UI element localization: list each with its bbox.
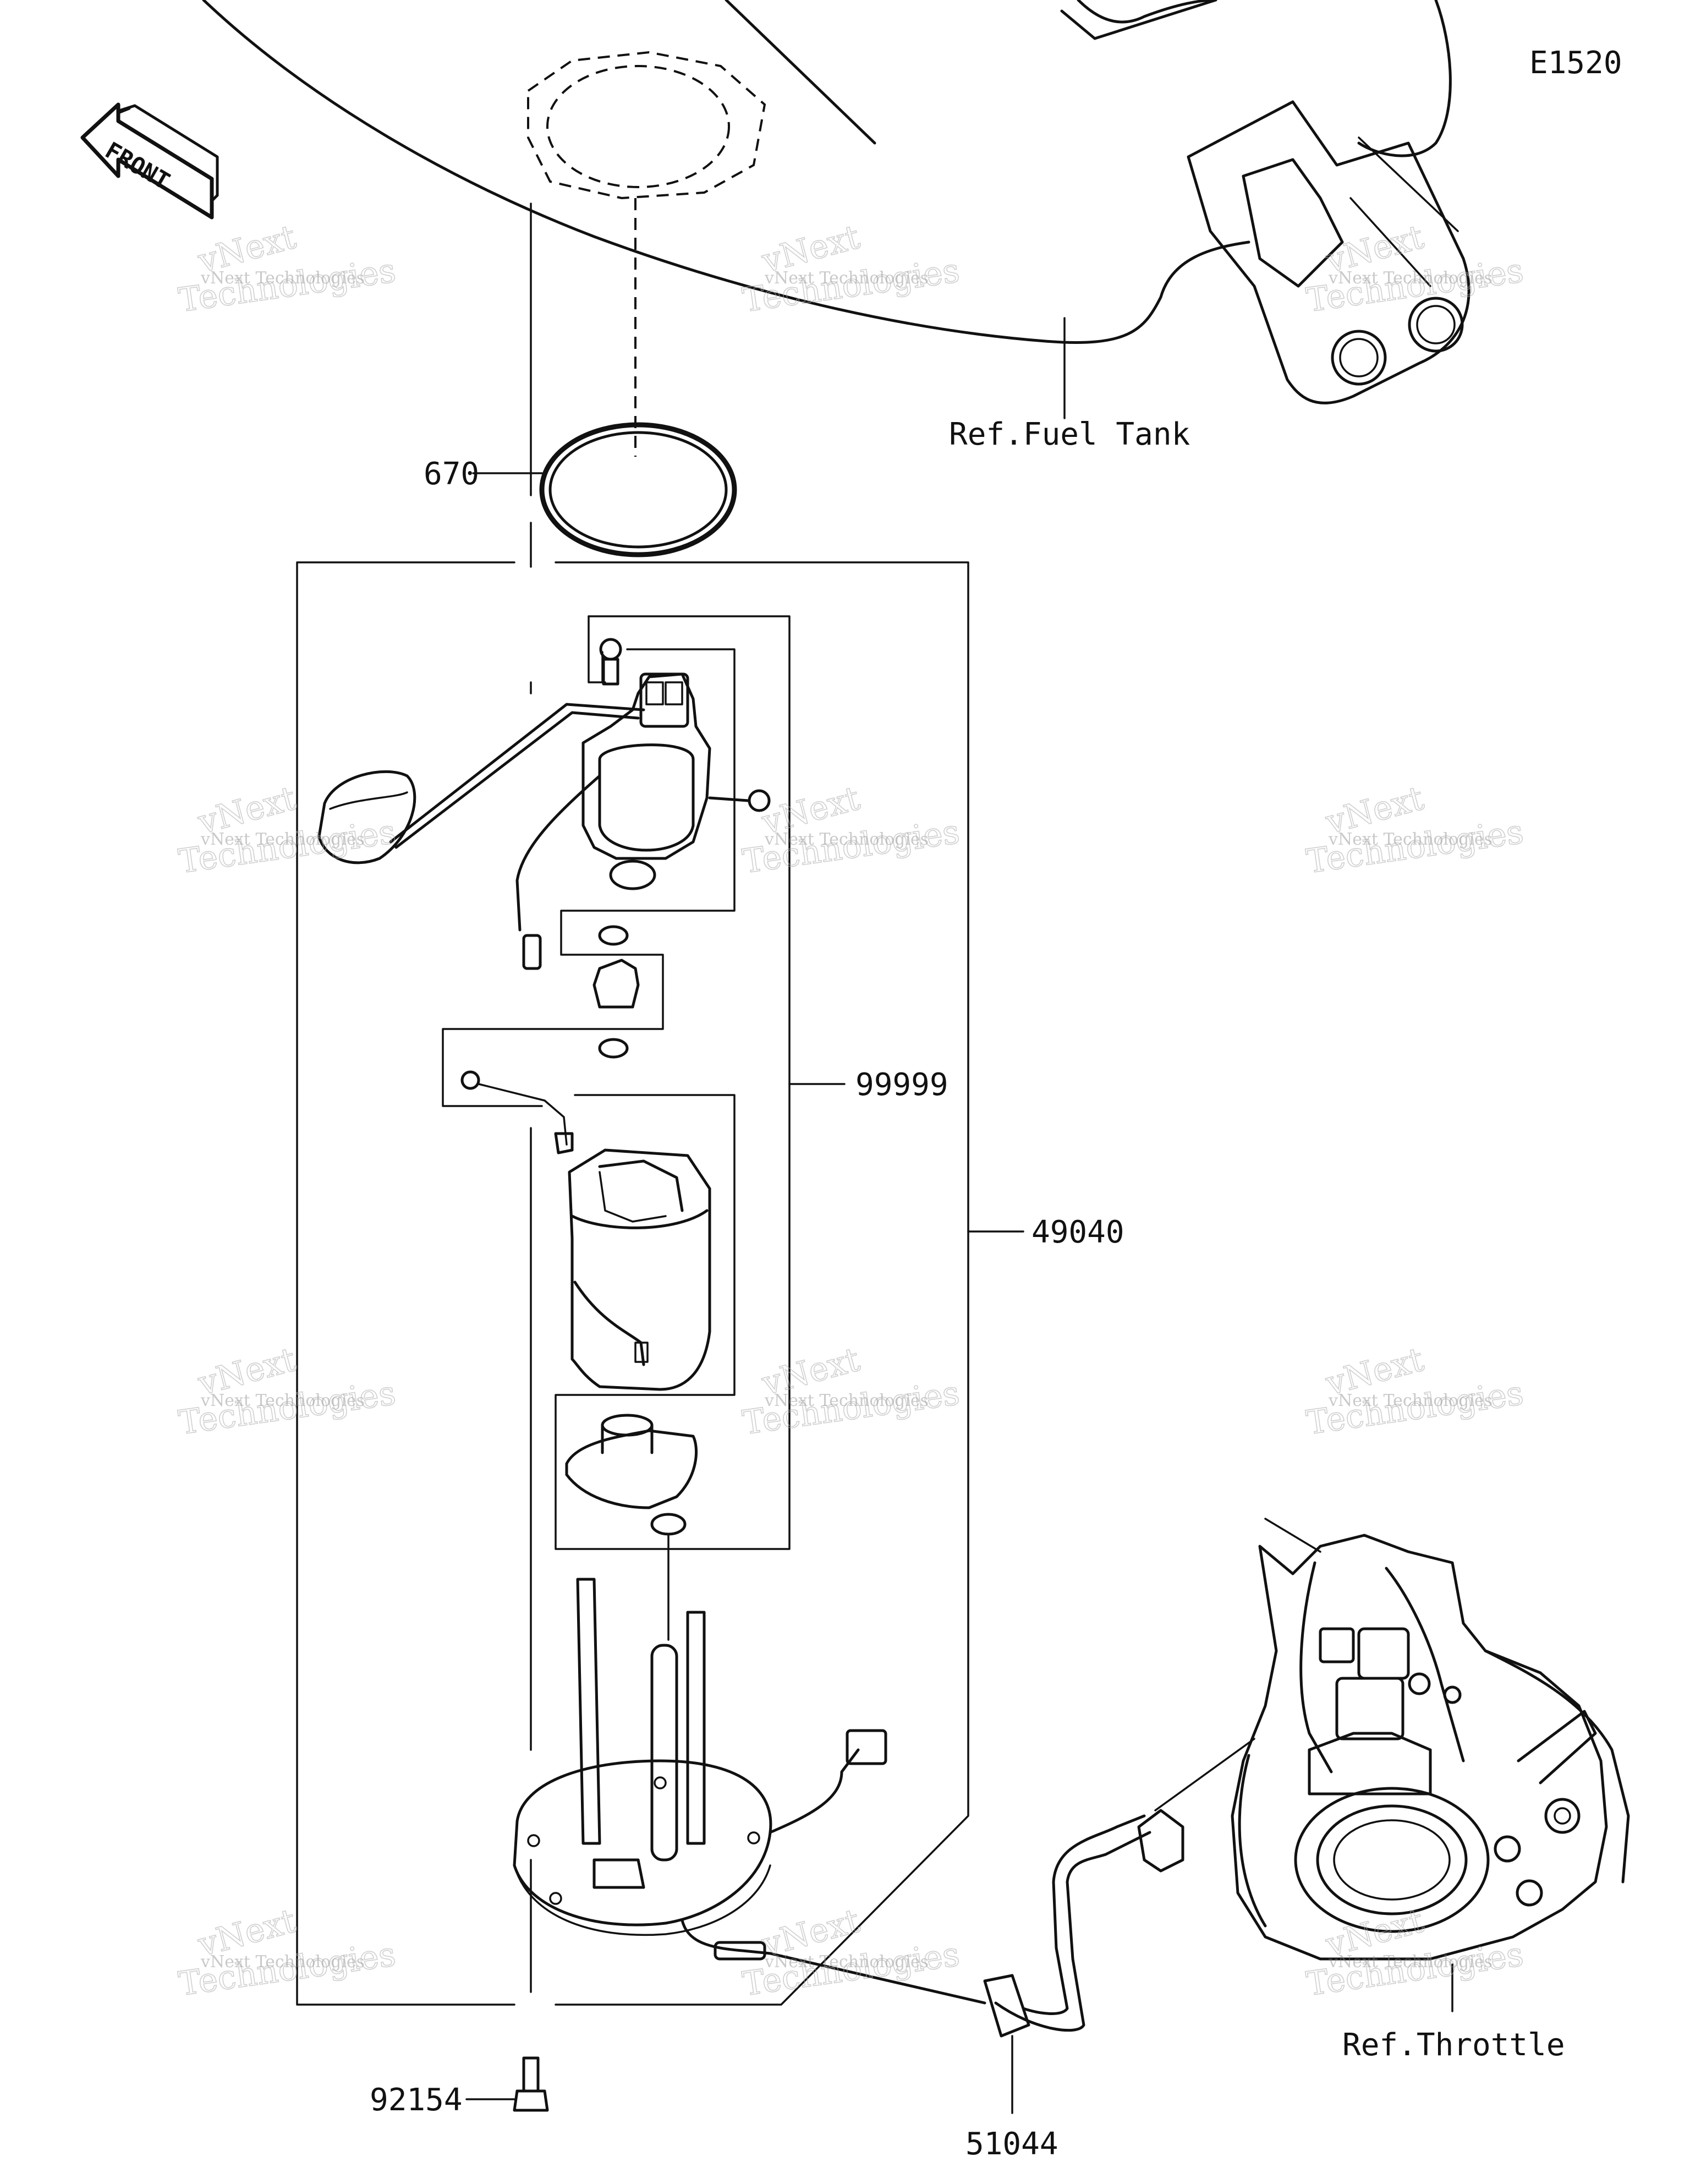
watermark: vNext vNext Technologies Technologies <box>740 217 963 320</box>
watermark: vNext vNext Technologies Technologies <box>176 217 399 320</box>
svg-text:vNext Technologies: vNext Technologies <box>1328 269 1493 288</box>
gasket-ring <box>539 422 737 557</box>
svg-text:vNext Technologies: vNext Technologies <box>764 1391 929 1410</box>
svg-text:vNext Technologies: vNext Technologies <box>764 1952 929 1972</box>
pump-seals <box>460 925 640 1154</box>
watermark: vNext vNext Technologies Technologies <box>1304 1901 1527 2004</box>
outlet-hose <box>769 1738 1255 2114</box>
front-label: FRONT <box>101 136 174 195</box>
watermark: vNext vNext Technologies Technologies <box>740 779 963 882</box>
part-number-99999: 99999 <box>855 1067 948 1103</box>
svg-text:vNext Technologies: vNext Technologies <box>1328 1952 1493 1972</box>
pump-subassembly-box <box>442 615 791 1550</box>
svg-text:vNext Technologies: vNext Technologies <box>200 1391 365 1410</box>
tank-opening <box>527 51 766 457</box>
part-number-49040: 49040 <box>1031 1214 1124 1250</box>
svg-text:vNext Technologies: vNext Technologies <box>1328 830 1493 849</box>
throttle-body <box>1231 1518 1630 2012</box>
ref-throttle-label: Ref.Throttle <box>1342 2027 1565 2063</box>
part-number-92154: 92154 <box>370 2082 463 2118</box>
pump-assembly-box <box>296 561 969 2006</box>
fuel-level-sender <box>317 703 645 970</box>
watermark: vNext vNext Technologies Technologies <box>1304 1340 1527 1443</box>
bolt <box>513 2056 549 2112</box>
svg-text:vNext Technologies: vNext Technologies <box>200 269 365 288</box>
fuel-filter <box>565 1414 698 1641</box>
watermark: vNext vNext Technologies Technologies <box>740 1340 963 1443</box>
watermark: vNext vNext Technologies Technologies <box>176 779 399 882</box>
part-number-670: 670 <box>424 456 479 492</box>
watermark: vNext vNext Technologies Technologies <box>1304 779 1527 882</box>
ref-fuel-tank-label: Ref.Fuel Tank <box>949 417 1190 452</box>
fuel-tank-outline <box>202 0 1470 404</box>
pump-lower-body <box>568 1148 711 1391</box>
diagram-code: E1520 <box>1529 45 1622 81</box>
svg-text:vNext Technologies: vNext Technologies <box>200 830 365 849</box>
front-arrow-icon: FRONT <box>80 102 219 220</box>
watermarks: vNext vNext Technologies Technologies vN… <box>176 217 1527 2004</box>
svg-text:vNext Technologies: vNext Technologies <box>200 1952 365 1972</box>
watermark: vNext vNext Technologies Technologies <box>176 1901 399 2004</box>
watermark: vNext vNext Technologies Technologies <box>740 1901 963 2004</box>
pump-upper-housing <box>581 638 771 890</box>
svg-text:vNext Technologies: vNext Technologies <box>764 830 929 849</box>
svg-text:vNext Technologies: vNext Technologies <box>1328 1391 1493 1410</box>
svg-text:vNext Technologies: vNext Technologies <box>764 269 929 288</box>
pump-base-plate <box>513 1578 887 1961</box>
watermark: vNext vNext Technologies Technologies <box>176 1340 399 1443</box>
part-number-51044: 51044 <box>965 2126 1058 2162</box>
